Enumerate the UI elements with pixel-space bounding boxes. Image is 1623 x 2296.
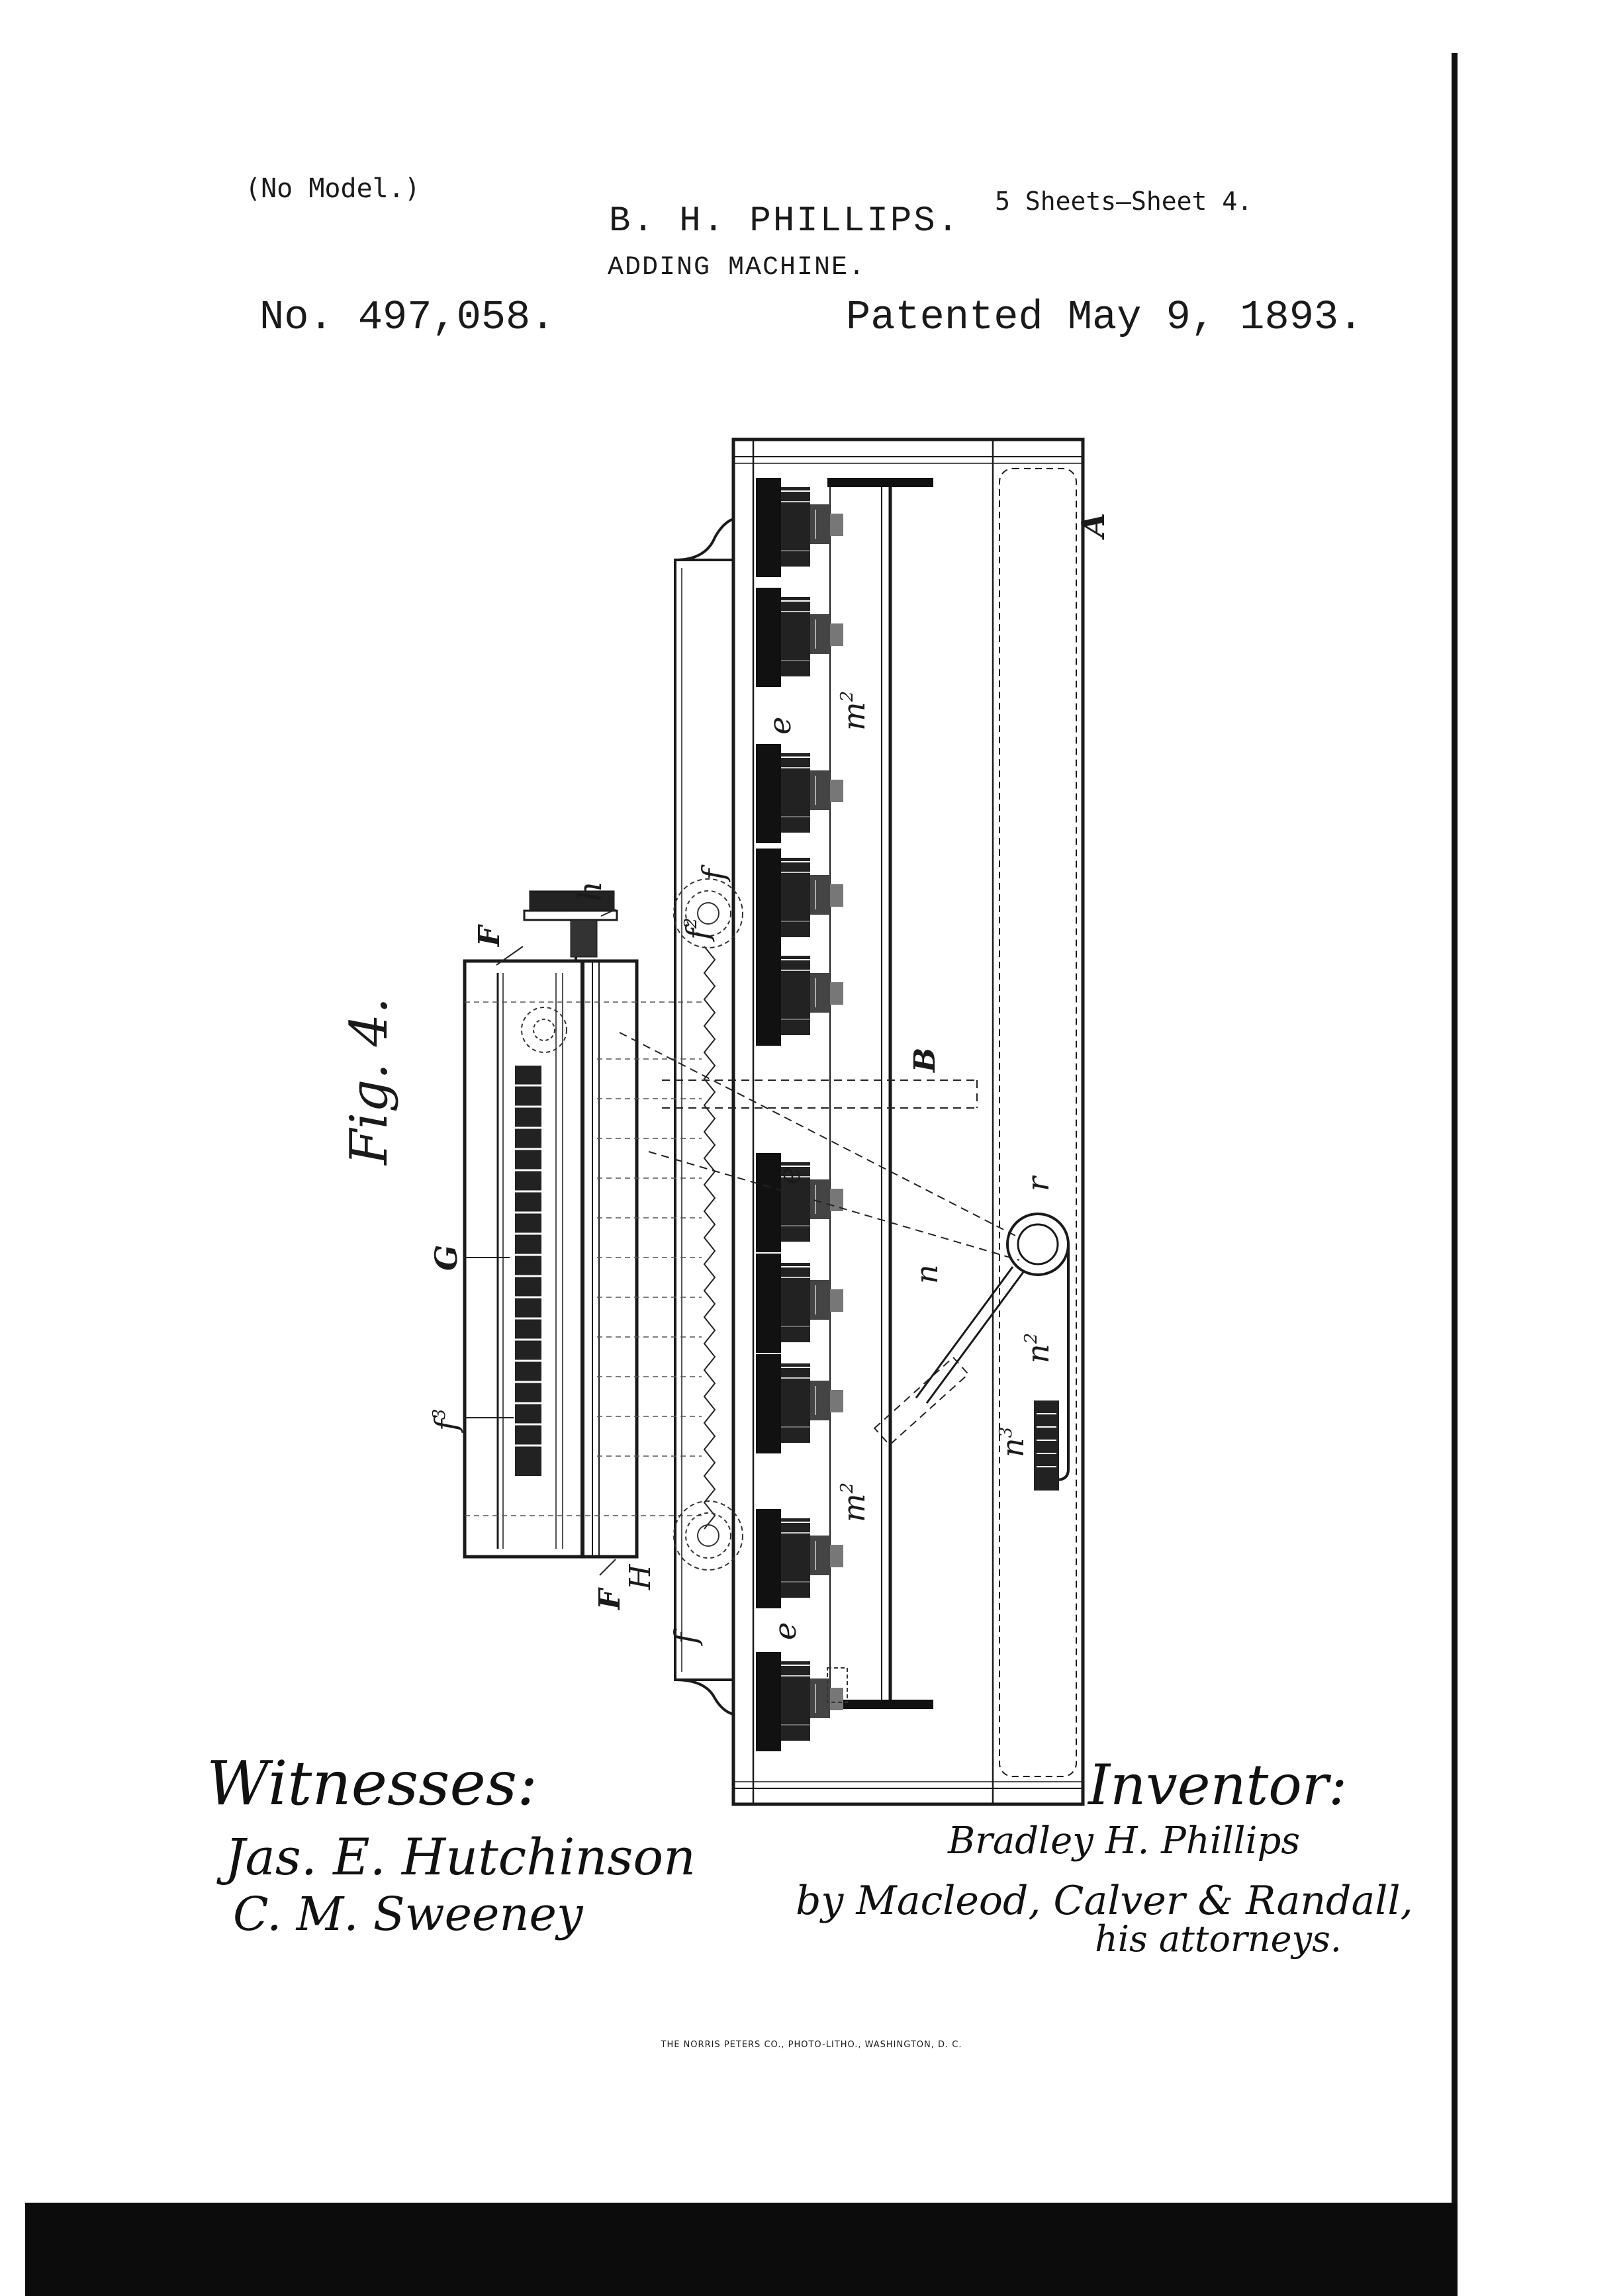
- witness-2-signature: C. M. Sweeney: [233, 1887, 584, 1941]
- ref-f4-top: f: [696, 864, 731, 882]
- machine-frame: [674, 437, 1085, 1806]
- roller-r: [915, 1213, 1070, 1491]
- attorneys-signature: by Macleod, Calver & Randall,: [796, 1878, 1413, 1924]
- ref-f3: f3: [428, 1408, 464, 1433]
- scan-edge-bottom: [25, 2203, 1458, 2296]
- ref-m2-top: m2: [836, 691, 872, 731]
- ref-F-top: F: [473, 924, 506, 948]
- printer-credit: THE NORRIS PETERS CO., PHOTO-LITHO., WAS…: [661, 2040, 962, 2050]
- key-column: [755, 477, 848, 1752]
- ref-n2: n2: [1020, 1333, 1056, 1363]
- no-model-note: (No Model.): [245, 173, 420, 204]
- chain-f4: [703, 946, 716, 1530]
- bar-m2: [827, 478, 933, 1709]
- ref-m2-bottom: m2: [836, 1483, 872, 1522]
- ref-e-middle: e: [771, 1167, 807, 1185]
- ref-f2: f2: [680, 917, 716, 942]
- inventor-signature: Bradley H. Phillips: [947, 1819, 1300, 1862]
- invention-title: ADDING MACHINE.: [608, 253, 866, 283]
- inventor-heading: B. H. PHILLIPS.: [609, 201, 961, 242]
- attorneys-label: his attorneys.: [1095, 1918, 1342, 1960]
- ref-n3: n3: [995, 1427, 1031, 1457]
- ref-F-bottom: F: [593, 1587, 627, 1611]
- ref-h: h: [572, 881, 609, 901]
- ref-B: B: [908, 1048, 942, 1074]
- lever-B-dashed: [619, 1032, 1020, 1446]
- ref-r: r: [1020, 1175, 1056, 1191]
- leader-lines: [463, 909, 616, 1576]
- ref-f4-bottom: f: [668, 1628, 704, 1646]
- scan-edge-right: [1452, 53, 1458, 2230]
- figure-label: Fig. 4.: [340, 997, 399, 1166]
- ref-G: G: [428, 1245, 464, 1271]
- ref-H: H: [624, 1563, 657, 1590]
- sheet-number: 5 Sheets—Sheet 4.: [995, 187, 1252, 216]
- patent-number: No. 497,058.: [259, 294, 555, 341]
- ref-A: A: [1075, 513, 1112, 540]
- ref-e-top: e: [762, 717, 798, 735]
- patent-date: Patented May 9, 1893.: [846, 294, 1364, 341]
- ref-e-bottom: e: [767, 1622, 803, 1640]
- crank-wheel-h: [523, 890, 618, 961]
- register-box: [463, 959, 702, 1559]
- ref-n: n: [909, 1264, 945, 1284]
- witnesses-label: Witnesses:: [207, 1748, 537, 1819]
- witness-1-signature: Jas. E. Hutchinson: [216, 1827, 696, 1886]
- inventor-label: Inventor:: [1087, 1753, 1347, 1817]
